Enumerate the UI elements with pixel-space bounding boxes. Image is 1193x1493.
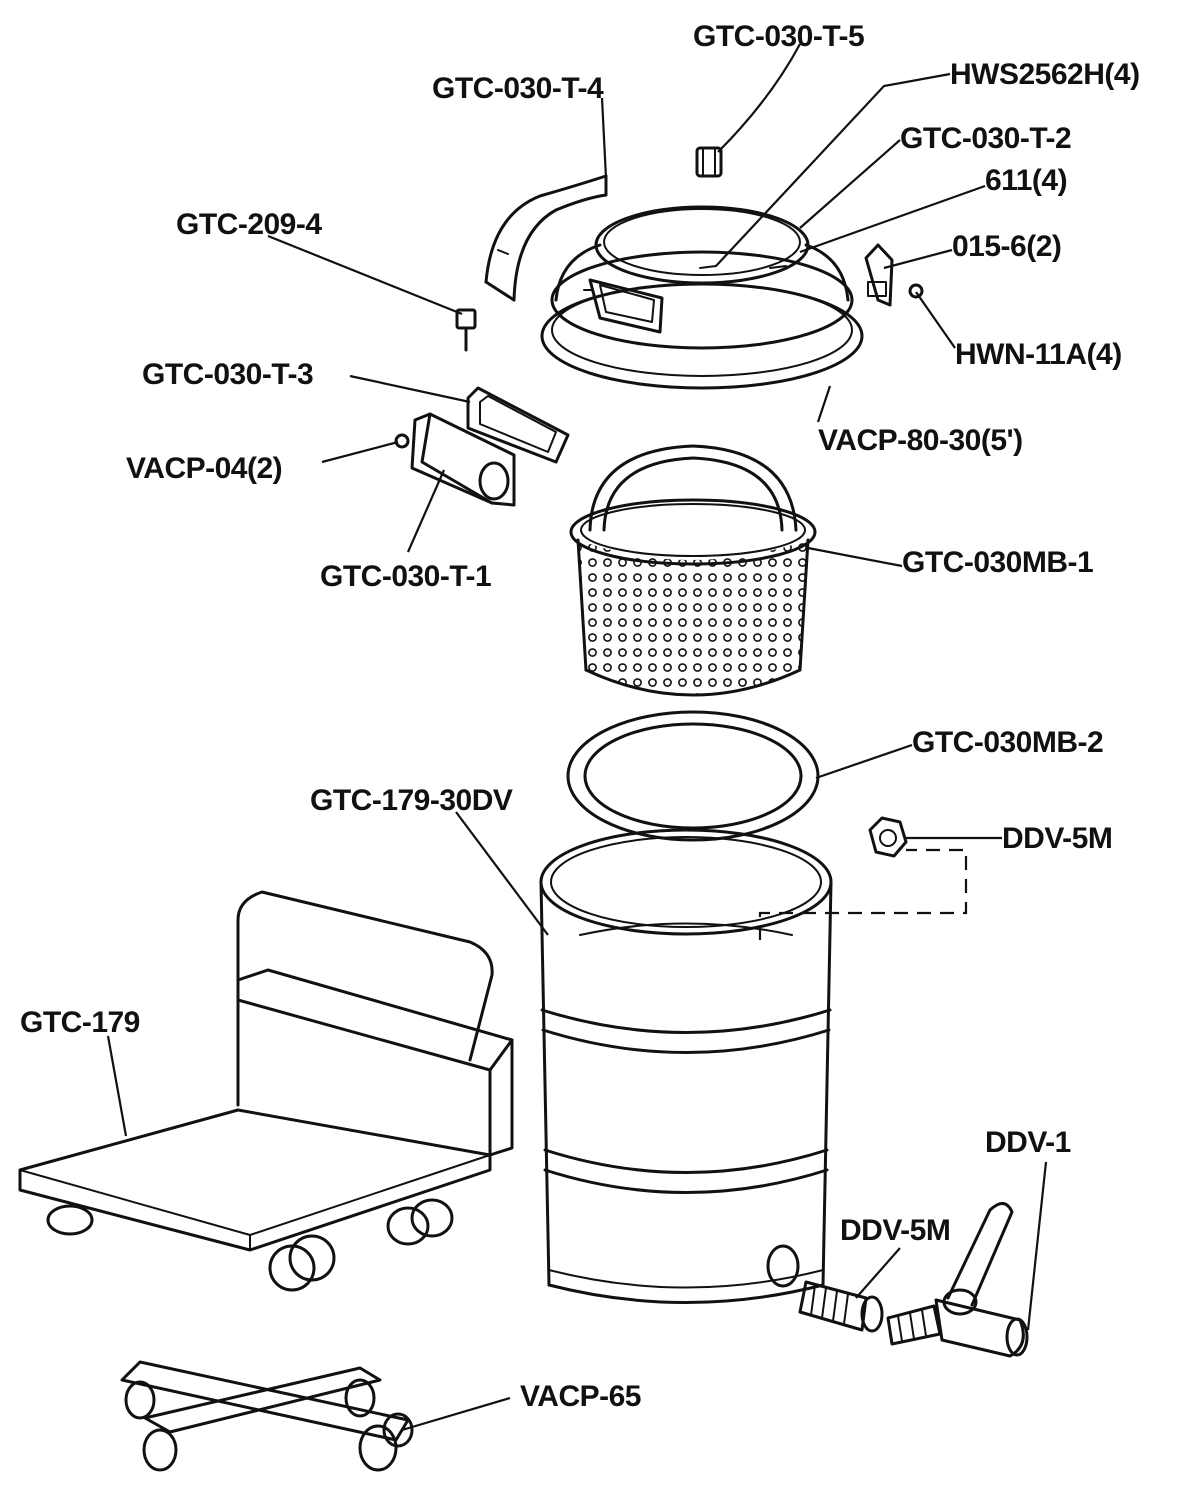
label-015-6: 015-6(2) bbox=[952, 230, 1061, 263]
cross-dolly bbox=[120, 1360, 414, 1472]
label-vacp-80-30: VACP-80-30(5') bbox=[818, 424, 1023, 457]
clamp-band bbox=[484, 174, 608, 302]
lid-assembly bbox=[540, 205, 864, 390]
label-ddv-5m-top: DDV-5M bbox=[1002, 822, 1112, 855]
inlet-housing bbox=[410, 412, 516, 507]
mesh-basket bbox=[569, 444, 817, 697]
label-gtc-209-4: GTC-209-4 bbox=[176, 208, 322, 241]
ring-part bbox=[566, 710, 820, 842]
screw-part bbox=[394, 433, 410, 449]
label-gtc-030-t-1: GTC-030-T-1 bbox=[320, 560, 491, 593]
latch-part bbox=[695, 146, 723, 178]
leader-lines bbox=[106, 43, 1048, 1432]
label-gtc-179: GTC-179 bbox=[20, 1006, 140, 1039]
inlet-gasket bbox=[466, 386, 570, 464]
label-gtc-179-30dv: GTC-179-30DV bbox=[310, 784, 513, 817]
drain-valve bbox=[886, 1202, 1029, 1358]
label-gtc-030mb-1: GTC-030MB-1 bbox=[902, 546, 1093, 579]
threaded-fitting bbox=[798, 1280, 884, 1333]
nut-part bbox=[908, 283, 924, 299]
label-hws2562h: HWS2562H(4) bbox=[950, 58, 1140, 91]
clip-part bbox=[864, 243, 894, 307]
label-ddv-1: DDV-1 bbox=[985, 1126, 1071, 1159]
hex-fitting-top bbox=[868, 816, 908, 858]
bolt-part bbox=[455, 308, 477, 352]
label-gtc-030mb-2: GTC-030MB-2 bbox=[912, 726, 1103, 759]
label-gtc-030-t-2: GTC-030-T-2 bbox=[900, 122, 1071, 155]
label-gtc-030-t-5: GTC-030-T-5 bbox=[693, 20, 864, 53]
label-vacp-04: VACP-04(2) bbox=[126, 452, 282, 485]
label-vacp-65: VACP-65 bbox=[520, 1380, 641, 1413]
drum bbox=[539, 828, 968, 1304]
label-gtc-030-t-3: GTC-030-T-3 bbox=[142, 358, 313, 391]
label-ddv-5m-bottom: DDV-5M bbox=[840, 1214, 950, 1247]
label-gtc-030-t-4: GTC-030-T-4 bbox=[432, 72, 604, 105]
label-hwn-11a: HWN-11A(4) bbox=[955, 338, 1122, 371]
label-611: 611(4) bbox=[985, 164, 1067, 197]
dolly-cart bbox=[18, 890, 514, 1292]
